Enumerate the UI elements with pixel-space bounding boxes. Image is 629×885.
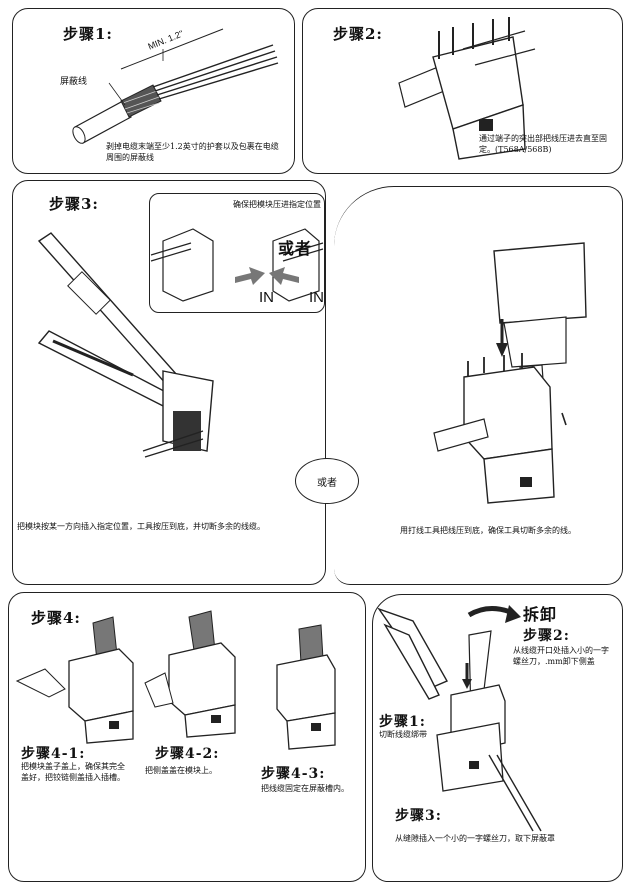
removal-step1-title: 步骤1: <box>379 714 426 730</box>
step4-3-description: 把线缆固定在屏蔽槽内。 <box>261 784 349 793</box>
step2-panel: 步骤2: 通过端子的突出部把线压进去直至固定。(T568A/568B) <box>302 8 623 174</box>
inset-note: 确保把模块压进指定位置 <box>233 200 321 209</box>
in-label-left: IN <box>259 289 274 306</box>
removal-illustration <box>377 605 542 832</box>
in-label-right: IN <box>309 289 324 306</box>
step3-panel: 步骤3: 确保把模块压进指定位置 或者 IN IN 把模块按某一方向插入指定位置… <box>12 180 326 585</box>
removal-panel: 拆卸 步骤2: 从线缆开口处插入小的一字螺丝刀，.mm卸下侧盖 步骤1: 切断线… <box>372 594 623 882</box>
step1-panel: 步骤1: MIN. 1.2" 屏蔽线 剥掉电缆末端至少1.2英寸的护套以及包裹在… <box>12 8 295 174</box>
removal-step1-description: 切断线缆绑带 <box>379 730 427 739</box>
module-wire-termination-illustration <box>398 17 536 160</box>
step2-description: 通过端子的突出部把线压进去直至固定。(T568A/568B) <box>479 134 607 154</box>
or-circle-label: 或者 <box>317 477 337 489</box>
step4-1-description: 把模块盖子盖上，确保其完全盖好，把铰链侧盖插入插槽。 <box>21 762 125 782</box>
removal-step2-description: 从线缆开口处插入小的一字螺丝刀，.mm卸下侧盖 <box>513 646 609 666</box>
step4-1-title: 步骤4-1: <box>21 746 86 762</box>
shield-label: 屏蔽线 <box>60 77 88 87</box>
impact-tool-illustration <box>433 242 587 504</box>
step2-title: 步骤2: <box>333 25 383 43</box>
step1-description: 剥掉电缆末端至少1.2英寸的护套以及包裹在电缆周围的屏蔽线 <box>106 142 279 162</box>
or-circle: 或者 <box>295 458 359 504</box>
step4-title: 步骤4: <box>31 609 81 627</box>
step3-left-description: 把模块按某一方向插入指定位置，工具按压到底，并切断多余的线缆。 <box>17 522 265 531</box>
punch-tool-illustration <box>37 232 214 458</box>
step1-title: 步骤1: <box>63 25 113 43</box>
step3-right-description: 用打线工具把线压到底，确保工具切断多余的线。 <box>400 526 576 535</box>
step3-title: 步骤3: <box>49 195 99 213</box>
removal-step3-title: 步骤3: <box>395 808 442 824</box>
stripped-cable-illustration <box>72 28 279 144</box>
or-label: 或者 <box>278 239 313 258</box>
removal-title: 拆卸 <box>523 605 558 624</box>
step3-alt-panel: 用打线工具把线压到底，确保工具切断多余的线。 <box>334 186 623 585</box>
step4-3-title: 步骤4-3: <box>261 766 326 782</box>
removal-step3-description: 从缝隙插入一个小的一字螺丝刀，取下屏蔽罩 <box>395 834 555 843</box>
step4-modules-illustration <box>15 610 336 750</box>
removal-step2-title: 步骤2: <box>523 628 570 644</box>
step4-2-description: 把侧盖盖在模块上。 <box>145 766 217 775</box>
step4-panel: 步骤4: 步骤4-1: 把模块盖子盖上，确保其完全盖好，把铰链侧盖插入插槽。 步… <box>8 592 366 882</box>
step4-2-title: 步骤4-2: <box>155 746 220 762</box>
inset-modules-illustration <box>150 228 324 302</box>
